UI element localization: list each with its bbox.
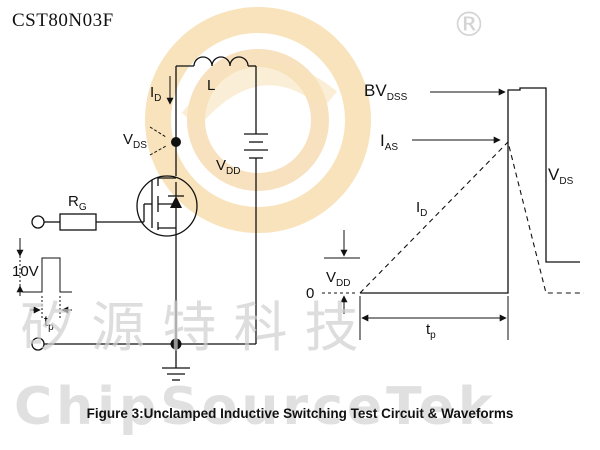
ground-icon xyxy=(162,367,190,381)
waveform-tp-label: tp xyxy=(426,321,436,341)
gate-terminal xyxy=(31,215,45,229)
inductor-label: L xyxy=(207,77,215,94)
pulse-amplitude-label: 10V xyxy=(12,263,39,280)
circuit-vdd-label: VDD xyxy=(216,157,240,177)
waveform-vdd-label: VDD xyxy=(326,269,350,289)
vds-pointer-lower xyxy=(149,145,167,156)
circuit-vds-label: VDS xyxy=(123,131,147,151)
ias-label: IAS xyxy=(380,131,398,153)
gate-pulse xyxy=(16,238,72,320)
figure-caption: Figure 3:Unclamped Inductive Switching T… xyxy=(87,406,514,421)
zero-label: 0 xyxy=(306,285,314,302)
bvdss-label: BVDSS xyxy=(364,81,408,103)
test-circuit: ID L VDS VDD xyxy=(12,56,268,381)
inductor-symbol xyxy=(193,56,249,67)
circuit-id-label: ID xyxy=(150,84,161,104)
circuit-tp-label: tp xyxy=(44,313,54,333)
rg-resistor xyxy=(59,213,97,231)
vds-waveform xyxy=(360,87,580,294)
mosfet-symbol xyxy=(136,142,198,237)
id-waveform xyxy=(359,140,584,294)
vds-pointer-upper xyxy=(149,126,167,138)
vdd-battery-symbol xyxy=(244,133,268,159)
waveform-id-label: ID xyxy=(416,199,427,219)
part-number: CST80N03F xyxy=(12,10,114,31)
rg-label: RG xyxy=(68,193,87,213)
waveform-vds-label: VDS xyxy=(548,165,574,187)
registered-mark: ® xyxy=(452,5,486,45)
english-watermark: ChipSourceTek xyxy=(14,377,497,437)
chinese-watermark: 矽 源 特 科 技 xyxy=(20,296,359,359)
logo-watermark xyxy=(145,7,371,233)
waveform-diagram: BVDSS IAS VDS ID 0 VDD tp xyxy=(306,81,584,341)
